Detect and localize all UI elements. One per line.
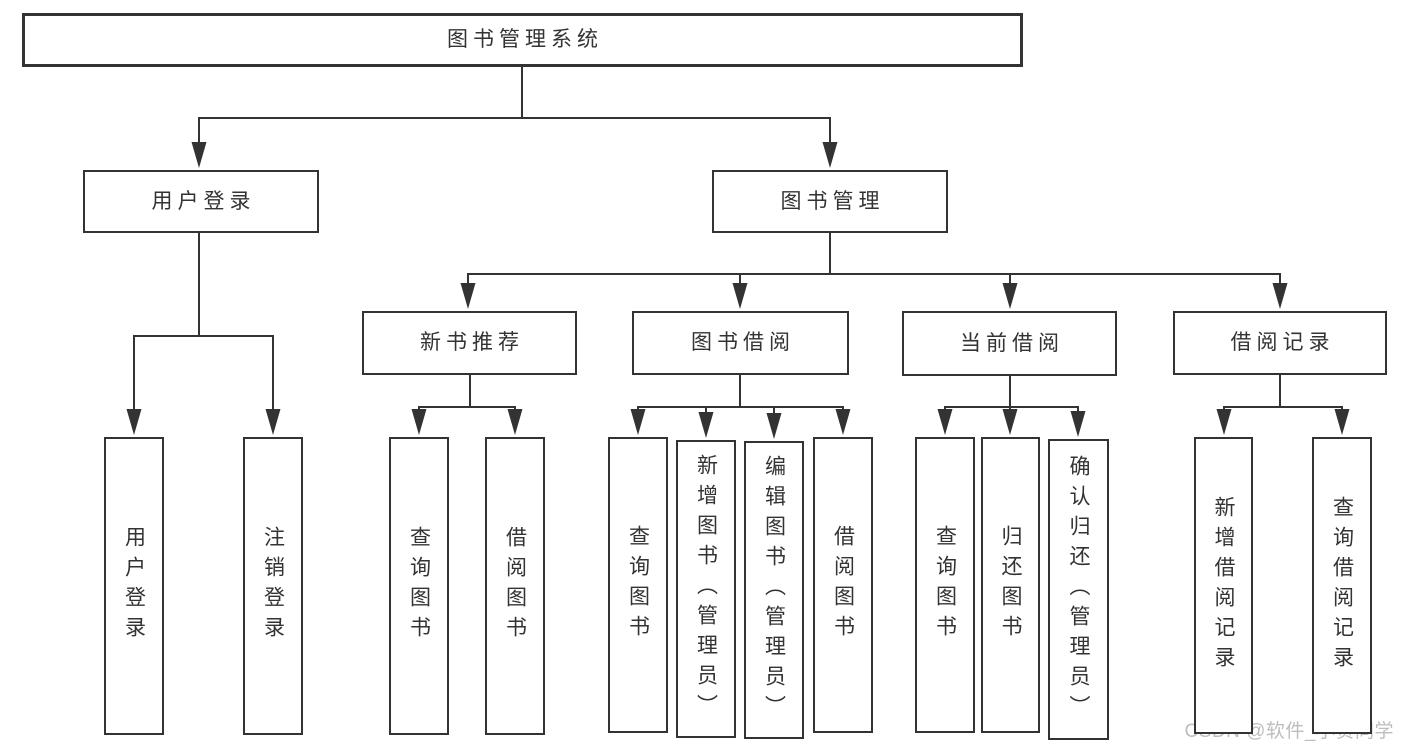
node-new-book-rec: 新书推荐 bbox=[362, 311, 577, 375]
node-leaf-confirm-return: 确认归还（管理员） bbox=[1048, 439, 1109, 740]
node-book-borrow: 图书借阅 bbox=[632, 311, 849, 375]
node-leaf-logout: 注销登录 bbox=[243, 437, 303, 735]
node-label: 注销登录 bbox=[261, 526, 285, 646]
node-label: 查询借阅记录 bbox=[1330, 495, 1354, 676]
node-leaf-query-book-3: 查询图书 bbox=[915, 437, 975, 733]
node-leaf-return-book: 归还图书 bbox=[981, 437, 1040, 733]
node-label: 查询图书 bbox=[407, 526, 431, 646]
node-label: 当前借阅 bbox=[960, 331, 1064, 355]
node-label: 编辑图书（管理员） bbox=[762, 455, 786, 725]
node-borrow-records: 借阅记录 bbox=[1173, 311, 1387, 375]
node-label: 用户登录 bbox=[151, 189, 256, 213]
node-label: 新增图书（管理员） bbox=[694, 454, 718, 724]
node-current-borrow: 当前借阅 bbox=[902, 311, 1117, 376]
node-label: 借阅图书 bbox=[831, 525, 855, 645]
node-leaf-query-book-1: 查询图书 bbox=[389, 437, 449, 735]
node-leaf-add-borrow-record: 新增借阅记录 bbox=[1194, 437, 1253, 734]
node-label: 查询图书 bbox=[626, 525, 650, 645]
node-label: 新书推荐 bbox=[420, 331, 524, 355]
node-leaf-edit-book: 编辑图书（管理员） bbox=[744, 441, 804, 739]
node-label: 新增借阅记录 bbox=[1212, 495, 1235, 676]
node-label: 归还图书 bbox=[999, 525, 1022, 645]
node-leaf-borrow-book-1: 借阅图书 bbox=[485, 437, 545, 735]
node-system: 图书管理系统 bbox=[22, 13, 1023, 67]
node-label: 借阅记录 bbox=[1230, 331, 1335, 355]
node-label: 图书管理 bbox=[780, 189, 885, 213]
node-leaf-query-book-2: 查询图书 bbox=[608, 437, 668, 733]
node-book-mgmt: 图书管理 bbox=[712, 170, 948, 233]
node-label: 用户登录 bbox=[122, 526, 146, 646]
node-leaf-add-book: 新增图书（管理员） bbox=[676, 440, 736, 738]
node-user-login: 用户登录 bbox=[83, 170, 319, 233]
node-leaf-query-borrow-record: 查询借阅记录 bbox=[1312, 437, 1372, 734]
node-label: 确认归还（管理员） bbox=[1067, 454, 1090, 725]
node-leaf-borrow-book-2: 借阅图书 bbox=[813, 437, 873, 733]
node-label: 图书管理系统 bbox=[447, 28, 603, 52]
node-leaf-user-login: 用户登录 bbox=[104, 437, 164, 735]
node-label: 查询图书 bbox=[933, 525, 957, 645]
node-label: 图书借阅 bbox=[691, 331, 795, 355]
node-label: 借阅图书 bbox=[503, 526, 527, 646]
